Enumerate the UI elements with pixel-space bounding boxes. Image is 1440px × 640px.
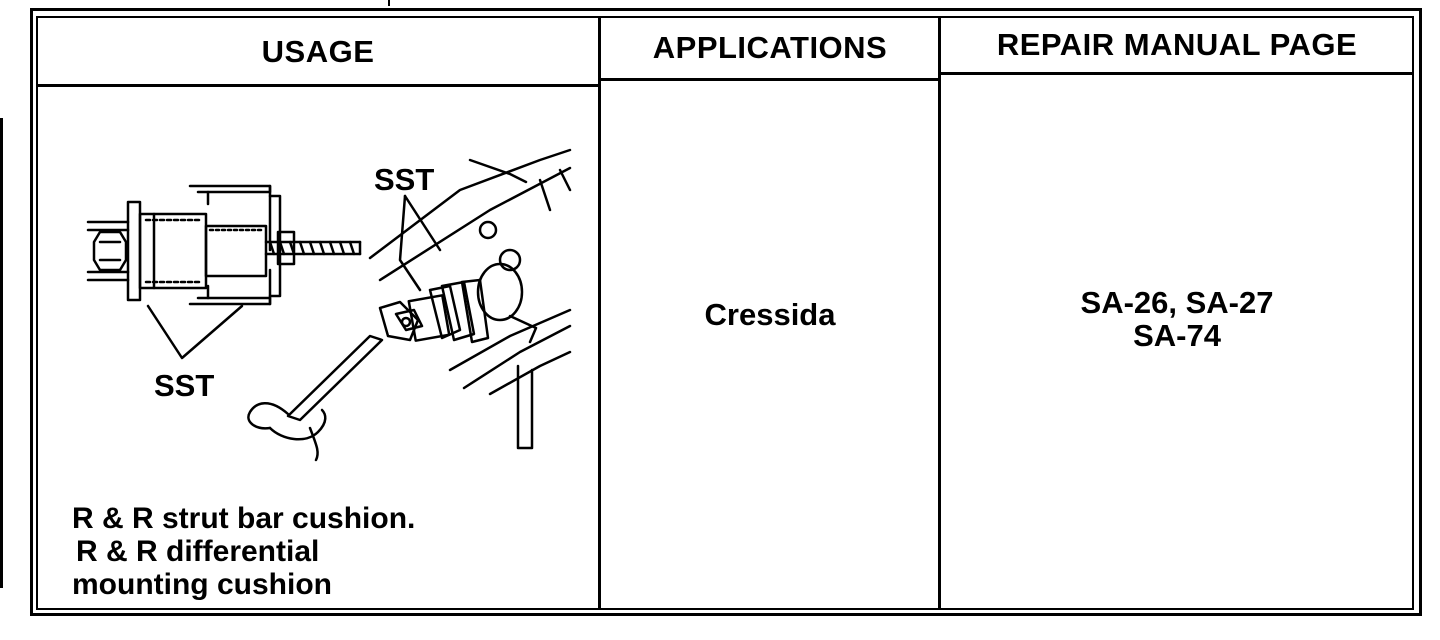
header-applications: APPLICATIONS bbox=[652, 30, 888, 65]
right-tool-drawing bbox=[247, 148, 572, 462]
header-divider-usage bbox=[36, 84, 600, 87]
table-inner-border bbox=[36, 16, 1414, 610]
repair-pages: SA-26, SA-27 SA-74 bbox=[940, 286, 1414, 352]
column-divider-1 bbox=[598, 16, 601, 610]
usage-line-2: R & R differential bbox=[76, 535, 320, 568]
sst-tool-illustration bbox=[86, 148, 572, 462]
repair-page-line-1: SA-26, SA-27 bbox=[1080, 285, 1274, 320]
left-sst-label: SST bbox=[154, 368, 215, 403]
usage-description: R & R strut bar cushion. R & R different… bbox=[72, 502, 415, 601]
left-tool-drawing bbox=[86, 184, 362, 360]
right-sst-label: SST bbox=[374, 162, 435, 197]
header-usage: USAGE bbox=[261, 34, 375, 69]
application-cressida: Cressida bbox=[704, 297, 836, 332]
usage-line-3: mounting cushion bbox=[72, 568, 332, 601]
header-divider-applications bbox=[598, 78, 940, 81]
usage-line-1: R & R strut bar cushion. bbox=[72, 502, 416, 535]
header-divider-repair bbox=[938, 72, 1414, 75]
table-outer-border bbox=[30, 8, 1422, 616]
page-edge-line bbox=[0, 118, 3, 588]
page-mark bbox=[388, 0, 390, 6]
repair-page-line-2: SA-74 bbox=[1133, 318, 1221, 353]
column-divider-2 bbox=[938, 16, 941, 610]
header-repair-manual-page: REPAIR MANUAL PAGE bbox=[996, 27, 1358, 62]
